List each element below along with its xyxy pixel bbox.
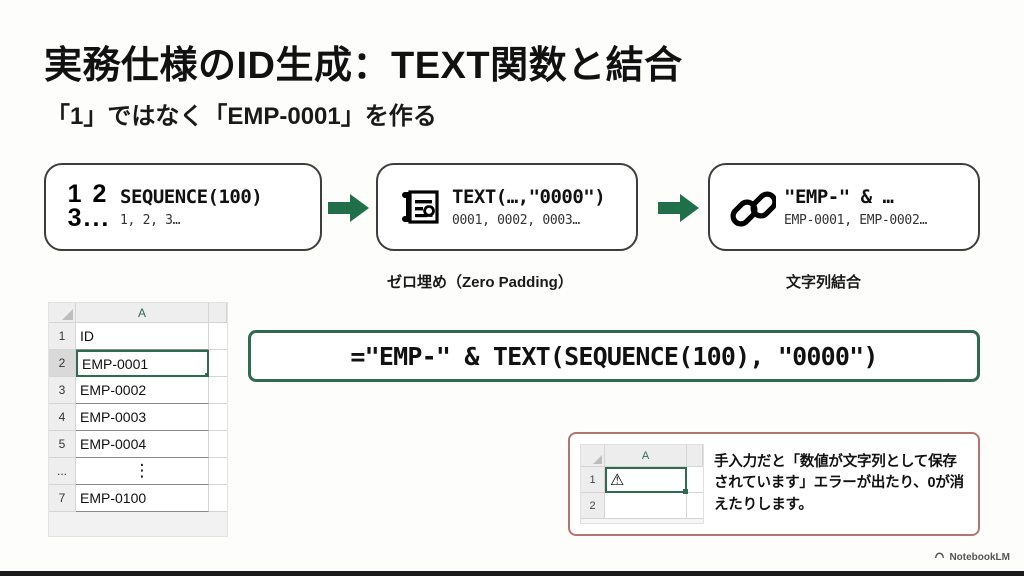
flow-step-1-title: SEQUENCE(100) [120, 185, 263, 208]
cell-spacer [209, 350, 227, 377]
warning-mini-spreadsheet: A 1 ⚠ 2 [580, 444, 704, 524]
row-header[interactable]: 3 [49, 377, 76, 404]
row-header[interactable]: 4 [49, 404, 76, 431]
row-header-ellipsis: ... [49, 458, 76, 485]
mini-column-header-a: A [605, 445, 687, 467]
cell-a7[interactable]: EMP-0100 [76, 485, 209, 512]
mini-row-header: 2 [581, 493, 605, 519]
column-header-spacer [209, 303, 227, 323]
flow-step-2-example: 0001, 0002, 0003… [452, 213, 580, 229]
arrow-right-icon-1 [328, 193, 370, 223]
flow-step-3-text: "EMP-" & … EMP-0001, EMP-0002… [784, 186, 927, 229]
cell-a3[interactable]: EMP-0002 [76, 377, 209, 404]
result-spreadsheet[interactable]: A 1 ID 2 EMP-0001 3 EMP-0002 4 EMP-0003 … [48, 302, 228, 537]
flow-step-2-caption: ゼロ埋め（Zero Padding） [387, 274, 573, 291]
flow-step-3: "EMP-" & … EMP-0001, EMP-0002… [708, 163, 980, 251]
warning-panel: A 1 ⚠ 2 手入力だと「数値が文字列として保存されています」エラーが出たり、… [568, 432, 980, 536]
cell-spacer [209, 458, 227, 485]
mini-table-row: 1 ⚠ [581, 467, 703, 494]
flow-step-1: 1 2 3... SEQUENCE(100) 1, 2, 3… [44, 163, 322, 251]
row-header[interactable]: 1 [49, 323, 76, 350]
warning-message: 手入力だと「数値が文字列として保存されています」エラーが出たり、0が消えたりしま… [714, 454, 964, 513]
cell-spacer [209, 377, 227, 404]
flow-step-1-example: 1, 2, 3… [120, 213, 181, 229]
chain-link-icon [722, 184, 784, 230]
flow-step-3-title: "EMP-" & … [784, 185, 894, 208]
row-header[interactable]: 5 [49, 431, 76, 458]
bottom-bar [0, 571, 1024, 576]
notebooklm-logo-icon [934, 550, 945, 564]
column-header-a[interactable]: A [76, 303, 209, 323]
row-header[interactable]: 2 [49, 350, 76, 377]
blueprint-document-icon [390, 185, 452, 229]
number-sequence-line1: 1 2 [67, 180, 109, 209]
table-row[interactable]: 4 EMP-0003 [49, 404, 227, 431]
mini-cell-a1-warning-icon: ⚠ [605, 467, 688, 494]
mini-cell-a2 [605, 493, 687, 519]
cell-a2-selected[interactable]: EMP-0001 [76, 350, 209, 377]
select-all-corner-icon[interactable] [49, 303, 76, 323]
cell-ellipsis: ⋮ [76, 458, 209, 485]
arrow-right-icon-2 [658, 193, 700, 223]
mini-row-header: 1 [581, 467, 605, 493]
flow-step-3-example: EMP-0001, EMP-0002… [784, 213, 928, 229]
cell-spacer [209, 431, 227, 458]
flow-step-2: TEXT(…,"0000") 0001, 0002, 0003… [376, 163, 638, 251]
table-row[interactable]: 5 EMP-0004 [49, 431, 227, 458]
mini-column-header-spacer [687, 445, 703, 467]
flow-step-2-title: TEXT(…,"0000") [452, 185, 606, 208]
mini-cell-spacer [687, 467, 703, 493]
page-title: 実務仕様のID生成：TEXT関数と結合 [44, 45, 683, 87]
table-row[interactable]: 3 EMP-0002 [49, 377, 227, 404]
cell-a4[interactable]: EMP-0003 [76, 404, 209, 431]
footer-brand-label: NotebookLM [949, 551, 1010, 563]
flow-step-2-text: TEXT(…,"0000") 0001, 0002, 0003… [452, 186, 605, 229]
number-sequence-icon: 1 2 3... [58, 180, 120, 232]
footer-brand: NotebookLM [934, 550, 1010, 564]
cell-spacer [209, 404, 227, 431]
flow-step-3-caption: 文字列結合 [786, 274, 862, 291]
cell-spacer [209, 323, 227, 350]
table-row[interactable]: 7 EMP-0100 [49, 485, 227, 512]
table-row-ellipsis: ... ⋮ [49, 458, 227, 485]
cell-a5[interactable]: EMP-0004 [76, 431, 209, 458]
formula-box[interactable]: ="EMP-" & TEXT(SEQUENCE(100), "0000") [248, 330, 980, 382]
mini-cell-spacer [687, 493, 703, 519]
mini-select-all-corner-icon [581, 445, 605, 467]
number-sequence-line2: 3... [67, 204, 111, 232]
table-row[interactable]: 1 ID [49, 323, 227, 350]
row-header[interactable]: 7 [49, 485, 76, 512]
cell-a1[interactable]: ID [76, 323, 209, 350]
mini-table-row: 2 [581, 493, 703, 519]
spreadsheet-header-row: A [49, 303, 227, 323]
cell-spacer [209, 485, 227, 512]
mini-header-row: A [581, 445, 703, 467]
page-subtitle: 「1」ではなく「EMP-0001」を作る [46, 103, 437, 130]
flow-step-1-text: SEQUENCE(100) 1, 2, 3… [120, 186, 262, 229]
table-row[interactable]: 2 EMP-0001 [49, 350, 227, 377]
